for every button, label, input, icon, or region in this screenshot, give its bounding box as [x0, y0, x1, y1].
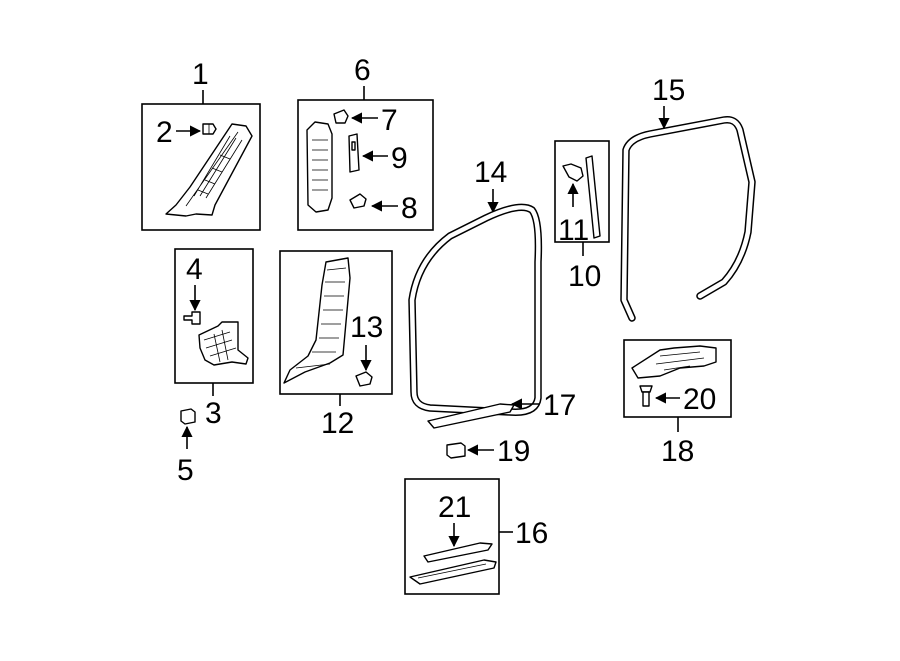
- box-3: [174, 248, 254, 384]
- clip-icon: [202, 123, 217, 135]
- callout-15: 15: [652, 74, 685, 107]
- scuff-plate-icon: [409, 542, 497, 585]
- group-5-clip[interactable]: 5: [177, 408, 196, 487]
- pillar-trim-icon: [165, 123, 253, 217]
- bolt-icon: [639, 385, 653, 407]
- group-3-kick-panel[interactable]: 4 3: [174, 248, 254, 430]
- group-12-center-pillar-lower[interactable]: 13 12: [279, 250, 393, 440]
- callout-12: 12: [321, 407, 354, 440]
- clip-icon: [446, 442, 466, 459]
- clip-icon: [333, 109, 349, 124]
- seal-strip-icon: [585, 155, 601, 239]
- kick-panel-icon: [631, 345, 717, 379]
- callout-14: 14: [474, 156, 507, 189]
- pillar-trim-icon: [283, 257, 351, 384]
- clip-icon: [180, 408, 196, 425]
- weatherstrip-icon: [408, 203, 543, 416]
- clip-icon: [349, 193, 367, 209]
- callout-17: 17: [543, 389, 576, 422]
- callout-19: 19: [497, 435, 530, 468]
- callout-20: 20: [683, 383, 716, 416]
- group-18-rear-kick-panel[interactable]: 20 18: [623, 339, 732, 468]
- box-1: [141, 103, 261, 231]
- bolt-icon: [355, 371, 373, 387]
- bolt-icon: [183, 311, 201, 325]
- group-10-pillar-seal[interactable]: 11 10: [554, 140, 610, 293]
- plate-icon: [348, 133, 360, 173]
- callout-7: 7: [381, 104, 398, 137]
- callout-2: 2: [156, 116, 173, 149]
- pillar-trim-icon: [306, 121, 333, 213]
- clip-icon: [562, 163, 584, 182]
- callout-8: 8: [401, 192, 418, 225]
- group-16-scuff-plate[interactable]: 21 16: [404, 478, 548, 595]
- box-10: [554, 140, 610, 243]
- group-19-cap[interactable]: 19: [446, 435, 530, 468]
- group-14-front-door-weatherstrip[interactable]: 14: [408, 156, 543, 416]
- box-6: [297, 99, 434, 231]
- box-12: [279, 250, 393, 395]
- callout-9: 9: [391, 142, 408, 175]
- callout-1: 1: [192, 58, 209, 91]
- callout-18: 18: [661, 435, 694, 468]
- callout-11: 11: [558, 214, 589, 247]
- kick-panel-icon: [198, 321, 249, 366]
- group-1-a-pillar[interactable]: 1 2: [141, 58, 261, 231]
- callout-13: 13: [350, 311, 383, 344]
- weatherstrip-icon: [620, 115, 756, 322]
- group-6-center-pillar-upper[interactable]: 6 7 9 8: [297, 54, 434, 231]
- callout-10: 10: [568, 260, 601, 293]
- group-15-rear-door-weatherstrip[interactable]: 15: [620, 74, 756, 322]
- callout-3: 3: [205, 397, 222, 430]
- callout-4: 4: [186, 253, 203, 286]
- callout-5: 5: [177, 454, 194, 487]
- callout-6: 6: [354, 54, 371, 87]
- box-16: [404, 478, 500, 595]
- group-17-sill-molding[interactable]: 17: [427, 389, 576, 429]
- callout-16: 16: [515, 517, 548, 550]
- callout-21: 21: [438, 491, 471, 524]
